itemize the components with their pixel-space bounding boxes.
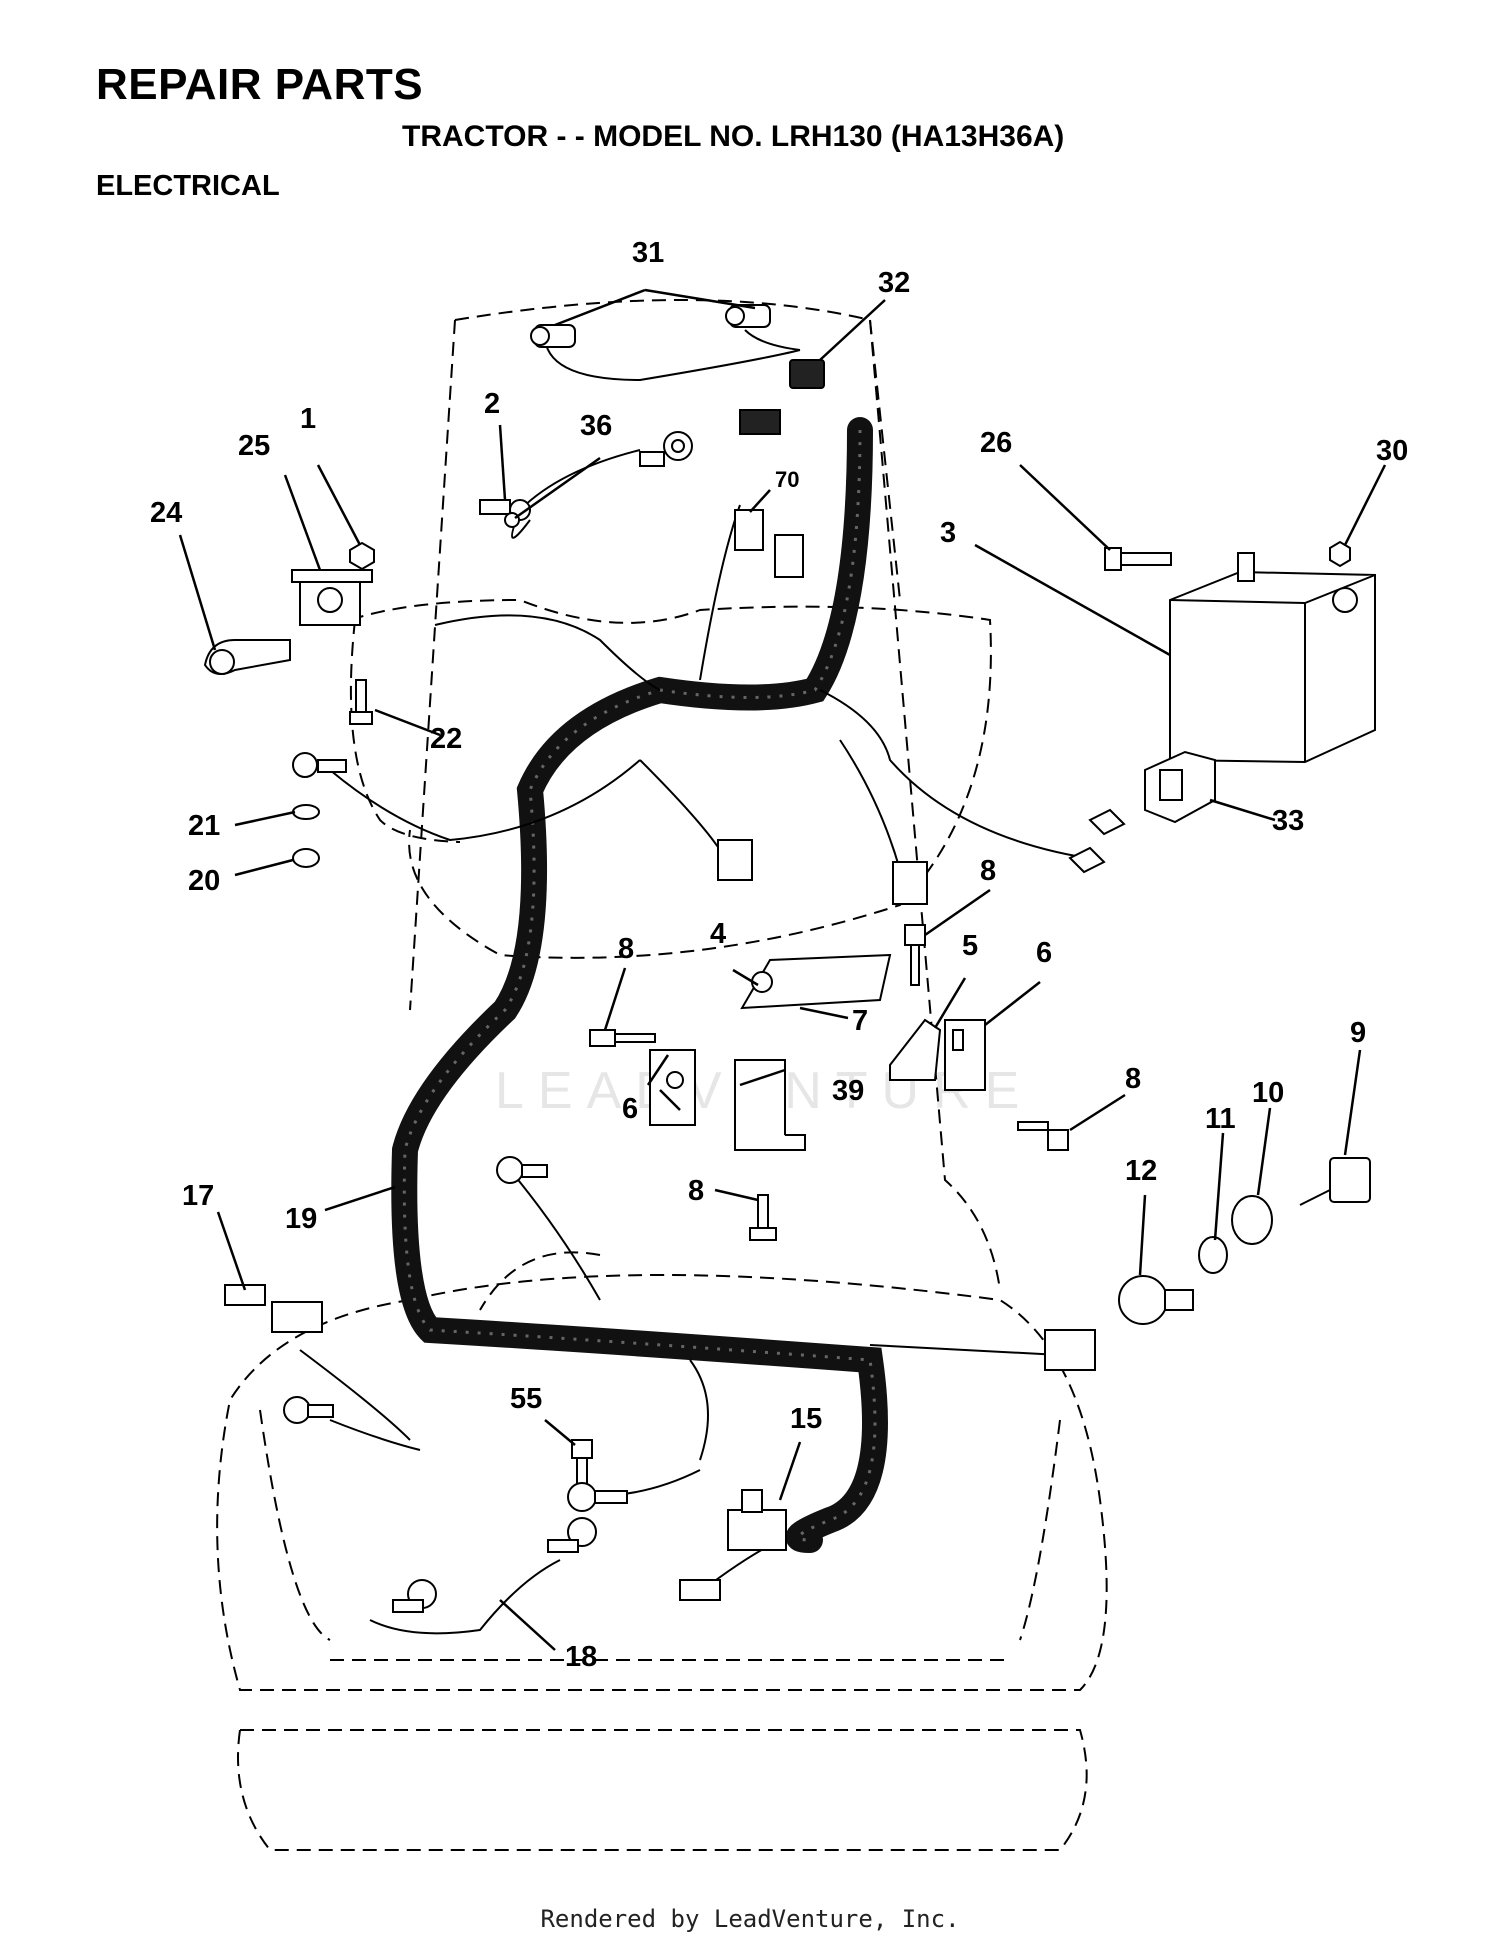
callout-22: 22 (430, 723, 462, 755)
connector-block-70 (734, 509, 764, 551)
callout-31: 31 (632, 237, 664, 269)
callout-21: 21 (188, 810, 220, 842)
ignition-switch (1118, 1275, 1194, 1325)
connector-block (774, 534, 804, 578)
star-washer (504, 512, 520, 528)
ring-terminal-20-21 (292, 752, 347, 778)
callout-39: 39 (832, 1075, 864, 1107)
callout-30: 30 (1376, 435, 1408, 467)
callout-8-b: 8 (618, 933, 634, 965)
bracket-39 (734, 1059, 806, 1151)
bolt-22 (349, 679, 373, 725)
bolt-8b (904, 924, 926, 986)
harness-plug (739, 409, 781, 435)
callout-4: 4 (710, 918, 726, 950)
callout-10: 10 (1252, 1077, 1284, 1109)
ring-terminal-18 (392, 1579, 437, 1613)
battery-nut-30 (1329, 540, 1351, 568)
bolt-8d (749, 1194, 777, 1241)
bulb-socket-left (530, 324, 576, 348)
tractor-outline (216, 299, 1108, 1851)
coiled-harness (391, 417, 888, 1553)
seat-connector (679, 1579, 721, 1601)
bulb-socket-right (725, 304, 771, 328)
callout-32: 32 (878, 267, 910, 299)
bezel-10 (1231, 1195, 1273, 1245)
fuse-17 (224, 1284, 266, 1306)
callout-55: 55 (510, 1383, 542, 1415)
callout-11: 11 (1205, 1103, 1236, 1135)
nut-1 (349, 541, 375, 571)
leader-lines (178, 288, 1387, 1651)
switch-6-left (649, 1049, 696, 1126)
washer-21 (292, 804, 320, 820)
callout-12: 12 (1125, 1155, 1157, 1187)
section-label: ELECTRICAL (96, 170, 280, 202)
callout-1: 1 (300, 403, 316, 435)
headlight-connector (789, 359, 825, 389)
callout-15: 15 (790, 1403, 822, 1435)
callout-26: 26 (980, 427, 1012, 459)
ring-terminal-19 (496, 1156, 548, 1184)
wiring (299, 329, 1101, 1635)
terminal-boot (203, 639, 291, 675)
callout-2: 2 (484, 388, 500, 420)
callout-20: 20 (188, 865, 220, 897)
footer-credit: Rendered by LeadVenture, Inc. (540, 1905, 960, 1933)
battery-bolt-26 (1104, 547, 1172, 571)
callout-8-d: 8 (688, 1175, 704, 1207)
ignition-key (1299, 1157, 1371, 1206)
callout-5: 5 (962, 930, 978, 962)
ring-terminal (639, 431, 693, 467)
bracket-5 (889, 1018, 942, 1081)
battery (1169, 552, 1376, 764)
callout-25: 25 (238, 430, 270, 462)
callout-19: 19 (285, 1203, 317, 1235)
connector-right (892, 861, 928, 905)
fuse-holder (271, 1301, 323, 1333)
switch-6-right (944, 1019, 986, 1091)
callout-70: 70 (775, 467, 799, 492)
ground-terminal-55 (567, 1482, 628, 1512)
callout-6-b: 6 (622, 1093, 638, 1125)
callout-36: 36 (580, 410, 612, 442)
bolt-55 (571, 1439, 593, 1489)
connector-left (717, 839, 753, 881)
spade-terminal (1068, 808, 1126, 874)
nut-11 (1198, 1236, 1228, 1274)
ring-terminal-low (283, 1396, 334, 1424)
callout-7: 7 (852, 1005, 868, 1037)
callout-6-a: 6 (1036, 937, 1052, 969)
callout-17: 17 (182, 1180, 214, 1212)
ground-terminal-18 (547, 1517, 597, 1553)
starter-solenoid (291, 569, 373, 626)
rocker-switch (1144, 750, 1216, 824)
callouts: 31 32 2 36 70 1 25 24 26 30 3 22 21 20 3… (150, 237, 1408, 1673)
parts (203, 304, 1376, 1613)
callout-8-c: 8 (1125, 1063, 1141, 1095)
callout-33: 33 (1272, 805, 1304, 837)
pto-connector (1044, 1329, 1096, 1371)
model-subtitle: TRACTOR - - MODEL NO. LRH130 (HA13H36A) (402, 120, 1065, 153)
callout-9: 9 (1350, 1017, 1366, 1049)
bolt-8a (589, 1029, 656, 1047)
callout-18: 18 (565, 1641, 597, 1673)
seat-switch (727, 1489, 787, 1551)
callout-3: 3 (940, 517, 956, 549)
callout-8-a: 8 (980, 855, 996, 887)
page-title: REPAIR PARTS (96, 60, 424, 109)
nut-20 (292, 848, 320, 868)
callout-24: 24 (150, 497, 182, 529)
bolt-8c (1017, 1121, 1069, 1151)
